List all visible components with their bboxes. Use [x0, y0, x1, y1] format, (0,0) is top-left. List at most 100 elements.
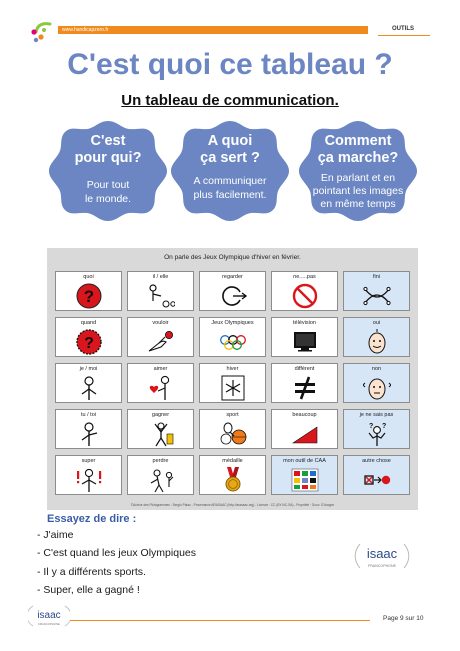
board-cell-quand[interactable]: quand ?: [55, 317, 122, 357]
phrase-line: - J'aime: [37, 529, 74, 541]
board-cell-jeux-olympiques[interactable]: Jeux Olympiques: [199, 317, 266, 357]
caa-board-icon: [291, 468, 319, 492]
svg-text:?: ?: [369, 423, 373, 430]
cell-label: différent: [294, 366, 315, 372]
board-title: On parle des Jeux Olympique d'hiver en f…: [164, 254, 301, 261]
badge-question-line-2: ça sert ?: [200, 150, 260, 166]
badge-answer-line-2: plus facilement.: [193, 189, 267, 201]
board-cell-je-ne-sais-pas[interactable]: je ne sais pas ? ?: [343, 409, 410, 449]
person-you-icon: [81, 422, 98, 446]
header-bar: [58, 26, 368, 34]
cell-label: oui: [372, 320, 381, 326]
svg-text:?: ?: [382, 423, 386, 430]
badge-pour-qui: C'est pour qui? Pour tout le monde.: [47, 118, 169, 224]
question-red-icon: ?: [76, 283, 102, 309]
not-equal-icon: [295, 376, 315, 400]
board-cell-regarder[interactable]: regarder: [199, 271, 266, 311]
board-cell-non[interactable]: non: [343, 363, 410, 403]
cell-label: aimer: [153, 366, 168, 372]
brand-logo: [28, 18, 58, 46]
badge-question-line-1: C'est: [90, 133, 126, 149]
cell-label: mon outil de CAA: [283, 458, 326, 464]
finished-arms-icon: [363, 286, 391, 306]
board-credit: ©Auteur des Pictogrammes : Sergio Palao …: [130, 503, 335, 507]
board-cell-super[interactable]: super: [55, 455, 122, 495]
board-cell-il-elle[interactable]: il / elle: [127, 271, 194, 311]
cell-label: je / moi: [79, 366, 98, 372]
badge-answer-line-2: le monde.: [84, 193, 132, 205]
board-cell-tu-toi[interactable]: tu / toi: [55, 409, 122, 449]
board-cell-vouloir[interactable]: vouloir: [127, 317, 194, 357]
hand-want-icon: [148, 331, 173, 352]
face-yes-icon: [368, 329, 386, 354]
page-subtitle: Un tableau de communication.: [121, 92, 339, 109]
cell-label: télévision: [293, 320, 316, 326]
svg-text:?: ?: [84, 287, 94, 306]
header-section-label: OUTILS: [392, 26, 414, 32]
board-cell-sport[interactable]: sport: [199, 409, 266, 449]
page-title: C'est quoi ce tableau ?: [67, 48, 393, 81]
cell-label: vouloir: [152, 320, 169, 326]
television-icon: [294, 332, 316, 352]
header-url: www.handicapzero.fr: [62, 27, 109, 33]
face-no-icon: [363, 378, 391, 400]
board-cell-mon-outil-caa[interactable]: mon outil de CAA: [271, 455, 338, 495]
person-heart-icon: [149, 375, 170, 400]
badge-question-line-1: Comment: [324, 133, 392, 149]
footer-isaac-logo: isaac FRANCOPHONE: [26, 602, 72, 630]
cell-label: autre chose: [362, 458, 391, 464]
medal-icon: [225, 467, 241, 492]
board-cell-fini[interactable]: fini: [343, 271, 410, 311]
cell-label: gagner: [151, 412, 170, 418]
other-thing-icon: [364, 475, 391, 485]
snowflake-icon: [221, 375, 245, 401]
board-cell-je-moi[interactable]: je / moi: [55, 363, 122, 403]
winner-icon: [154, 422, 174, 447]
phrase-line: - Il y a différents sports.: [37, 566, 146, 578]
cell-label: perdre: [152, 458, 169, 464]
board-cell-gagner[interactable]: gagner: [127, 409, 194, 449]
board-cell-oui[interactable]: oui: [343, 317, 410, 357]
person-me-icon: [81, 376, 97, 400]
board-cell-ne-pas[interactable]: ne.....pas: [271, 271, 338, 311]
cell-label: beaucoup: [292, 412, 317, 418]
svg-text:FRANCOPHONE: FRANCOPHONE: [38, 622, 60, 626]
badge-answer-line-2: pointant les images: [312, 185, 404, 197]
svg-text:?: ?: [84, 335, 94, 352]
cell-label: fini: [372, 274, 381, 280]
svg-text:isaac: isaac: [367, 546, 398, 561]
board-cell-autre-chose[interactable]: autre chose: [343, 455, 410, 495]
cell-label: regarder: [222, 274, 243, 280]
board-cell-perdre[interactable]: perdre: [127, 455, 194, 495]
cell-label: il / elle: [152, 274, 169, 280]
board-cell-television[interactable]: télévision: [271, 317, 338, 357]
cell-label: Jeux Olympiques: [211, 320, 254, 326]
badge-answer-line-1: A communiquer: [193, 175, 267, 187]
footer-page-number: Page 9 sur 10: [383, 615, 424, 622]
board-cell-aimer[interactable]: aimer: [127, 363, 194, 403]
svg-text:isaac: isaac: [37, 610, 60, 621]
badge-a-quoi: A quoi ça sert ? A communiquer plus faci…: [169, 118, 291, 224]
scalloped-badge-shape: [49, 121, 167, 221]
cell-label: super: [81, 458, 96, 464]
board-cell-beaucoup[interactable]: beaucoup: [271, 409, 338, 449]
board-cell-different[interactable]: différent: [271, 363, 338, 403]
phrase-line: - C'est quand les jeux Olympiques: [37, 547, 196, 559]
cell-label: médaille: [222, 458, 243, 464]
badge-comment: Comment ça marche? En parlant et en poin…: [297, 118, 419, 224]
cell-label: quand: [80, 320, 97, 326]
board-cell-quoi[interactable]: quoi ?: [55, 271, 122, 311]
badge-question-line-2: ça marche?: [317, 150, 399, 166]
phrase-line: - Super, elle a gagné !: [37, 584, 140, 596]
person-unknown-icon: ? ?: [368, 423, 386, 446]
cell-label: quoi: [83, 274, 94, 280]
clock-question-icon: ?: [76, 329, 102, 355]
cell-label: non: [371, 366, 382, 372]
loser-icon: [150, 469, 174, 493]
svg-text:FRANCOPHONE: FRANCOPHONE: [368, 564, 397, 568]
scalloped-badge-shape: [171, 121, 289, 221]
board-cell-hiver[interactable]: hiver: [199, 363, 266, 403]
communication-board: On parle des Jeux Olympique d'hiver en f…: [47, 248, 418, 510]
board-cell-medaille[interactable]: médaille: [199, 455, 266, 495]
footer-rule: [70, 620, 370, 621]
